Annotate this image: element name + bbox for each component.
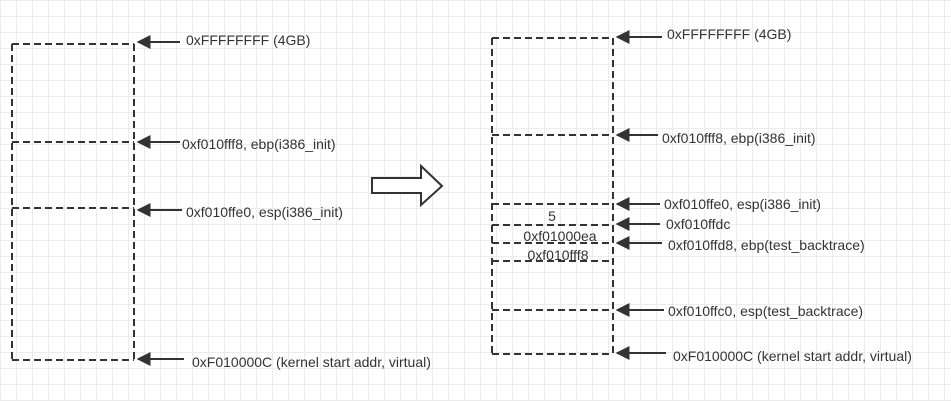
left-arrows — [136, 35, 184, 366]
right-label-ffdc: 0xf010ffdc — [666, 216, 730, 232]
right-label-top: 0xFFFFFFFF (4GB) — [667, 26, 791, 42]
left-label-kernel: 0xF010000C (kernel start addr, virtual) — [192, 354, 431, 370]
left-label-ebp-init: 0xf010fff8, ebp(i386_init) — [182, 136, 336, 152]
right-label-ebp-test: 0xf010ffd8, ebp(test_backtrace) — [668, 237, 865, 253]
left-label-esp-init: 0xf010ffe0, esp(i386_init) — [186, 204, 343, 220]
right-cell-saved-ebp: 0xf010fff8 — [528, 247, 589, 263]
right-stack — [491, 37, 614, 355]
right-cell-arg: 5 — [548, 208, 556, 224]
right-label-esp-test: 0xf010ffc0, esp(test_backtrace) — [668, 303, 863, 319]
right-label-ebp-init: 0xf010fff8, ebp(i386_init) — [662, 130, 816, 146]
left-stack — [11, 43, 135, 361]
right-arrows — [615, 30, 666, 360]
right-label-kernel: 0xF010000C (kernel start addr, virtual) — [673, 348, 912, 364]
right-cell-return-address: 0xf01000ea — [523, 228, 596, 244]
left-label-top: 0xFFFFFFFF (4GB) — [186, 32, 310, 48]
transition-arrow — [371, 163, 444, 208]
right-label-esp-init: 0xf010ffe0, esp(i386_init) — [664, 196, 821, 212]
